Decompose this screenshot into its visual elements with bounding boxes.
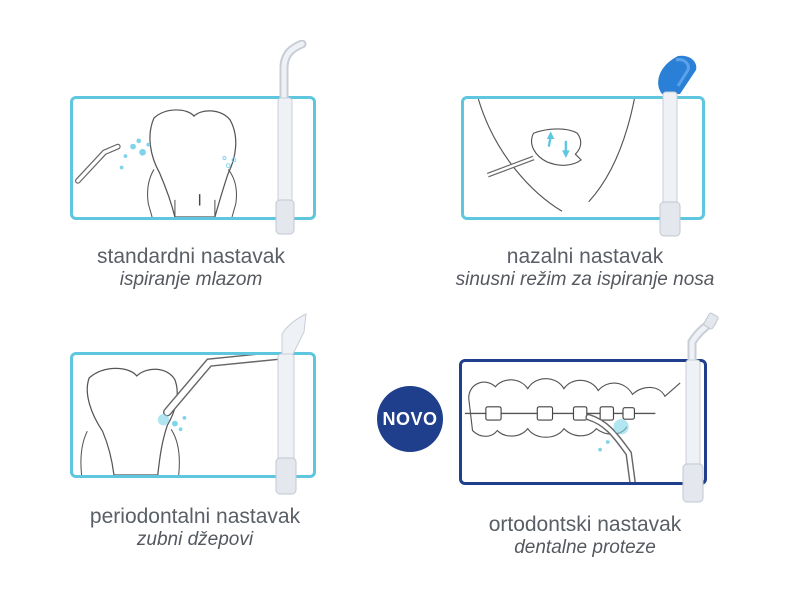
periodontal-tip-illustration: [70, 352, 316, 478]
nasal-tip-caption: nazalni nastavak sinusni režim za ispira…: [420, 244, 750, 292]
periodontal-tip-caption: periodontalni nastavak zubni džepovi: [50, 504, 340, 552]
standard-tip-name: standardni nastavak: [97, 245, 285, 268]
new-badge: NOVO: [377, 386, 443, 452]
nasal-tip-nozzle: [640, 36, 700, 240]
orthodontic-tip-nozzle: [668, 312, 720, 508]
orthodontic-tip-desc: dentalne proteze: [514, 537, 656, 559]
periodontal-tip-name: periodontalni nastavak: [89, 505, 301, 528]
periodontal-tip-nozzle: [264, 312, 314, 498]
periodontal-tip-desc: zubni džepovi: [136, 529, 254, 551]
nasal-tip-name: nazalni nastavak: [506, 245, 664, 268]
standard-tip-illustration: [70, 96, 316, 220]
standard-tip-caption: standardni nastavak ispiranje mlazom: [60, 244, 322, 292]
orthodontic-tip-name: ortodontski nastavak: [488, 513, 682, 536]
standard-tip-desc: ispiranje mlazom: [119, 269, 263, 291]
standard-tip-nozzle: [262, 40, 312, 240]
orthodontic-tip-caption: ortodontski nastavak dentalne proteze: [440, 512, 730, 560]
orthodontic-tip-illustration: [459, 359, 707, 485]
nasal-tip-desc: sinusni režim za ispiranje nosa: [455, 269, 715, 291]
teeth-jet-drawing: [75, 109, 238, 217]
